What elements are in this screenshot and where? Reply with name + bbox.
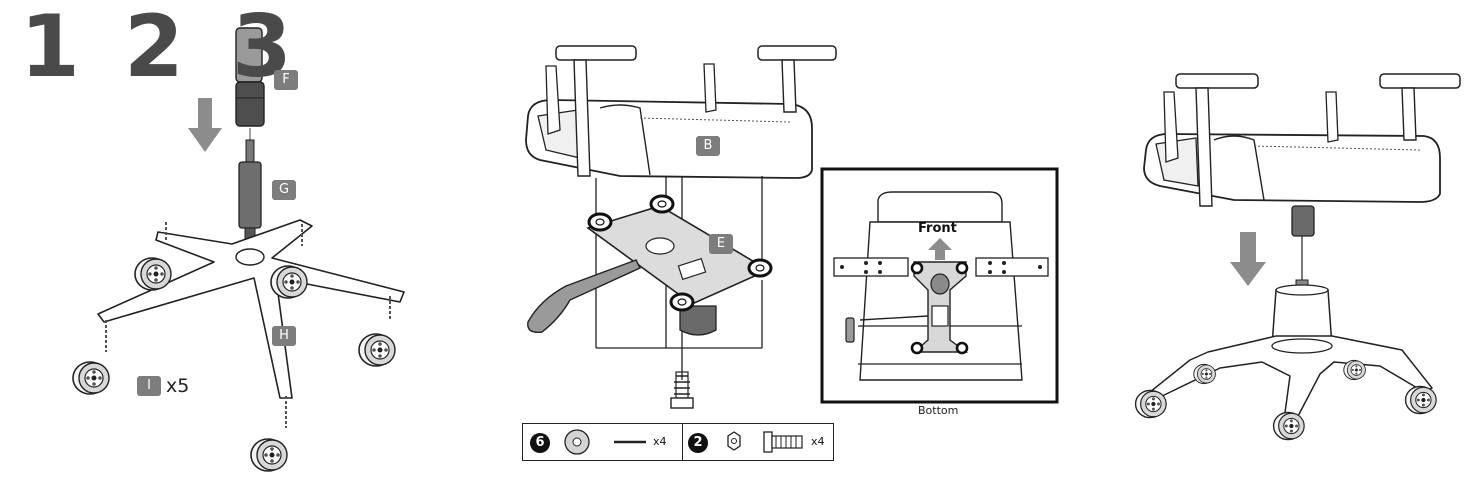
tilt-mechanism-plate bbox=[527, 205, 770, 336]
bolt-count: x4 bbox=[811, 435, 825, 448]
step1-illustration bbox=[72, 27, 405, 472]
part-label-b: B bbox=[696, 136, 720, 156]
part-label-h: H bbox=[272, 326, 296, 346]
bottom-view-inset bbox=[820, 167, 1059, 404]
step3-illustration bbox=[1134, 73, 1461, 441]
hardware-table: 6 x4 2 x4 bbox=[522, 423, 834, 461]
bolt-icon bbox=[763, 431, 803, 453]
part-label-e: E bbox=[709, 234, 733, 254]
part-label-i: I bbox=[137, 376, 161, 396]
down-arrow-icon bbox=[188, 98, 222, 152]
hardware-bolt-cell: 2 x4 bbox=[683, 424, 833, 460]
bolt bbox=[670, 371, 694, 409]
hardware-icons bbox=[564, 429, 803, 455]
gas-lift-cylinder bbox=[238, 139, 262, 245]
part-label-g: G bbox=[272, 180, 296, 200]
step-numbers: 1 2 3 bbox=[14, 4, 354, 94]
bolt-badge: 2 bbox=[688, 433, 708, 453]
step-number-1: 1 bbox=[20, 0, 80, 97]
assembled-gas-lift bbox=[1271, 279, 1333, 347]
hardware-washer-cell: 6 x4 bbox=[523, 424, 683, 460]
caster-quantity: x5 bbox=[166, 375, 190, 397]
step-number-2: 2 bbox=[124, 0, 184, 97]
up-arrow-icon bbox=[928, 238, 952, 260]
assembled-base bbox=[1149, 335, 1433, 421]
washer-badge: 6 bbox=[530, 433, 550, 453]
inset-caption: Bottom bbox=[918, 404, 959, 417]
front-label: Front bbox=[918, 221, 957, 236]
assembled-seat bbox=[1143, 73, 1461, 280]
washer-count: x4 bbox=[653, 435, 667, 448]
part-label-f: F bbox=[274, 70, 298, 90]
down-arrow-icon bbox=[1230, 232, 1266, 286]
step2-illustration bbox=[525, 45, 837, 409]
seat-body bbox=[525, 45, 837, 179]
five-star-base bbox=[97, 219, 405, 428]
gas-lift-cover bbox=[235, 27, 265, 140]
